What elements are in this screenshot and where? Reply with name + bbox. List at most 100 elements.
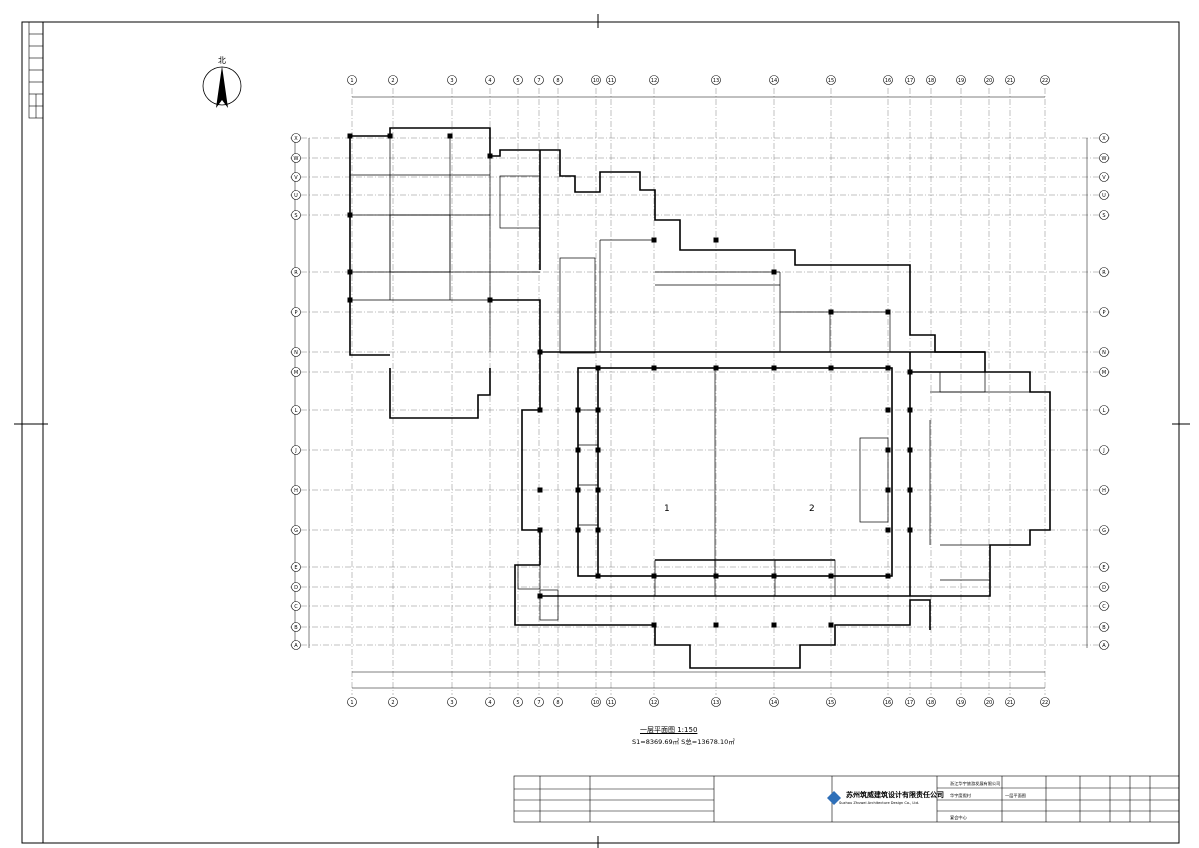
grid-label-x: 17 [907, 78, 913, 84]
column [828, 573, 834, 579]
column [595, 407, 601, 413]
grid-label-x: 7 [537, 700, 540, 706]
grid-bubble-y [1099, 307, 1109, 317]
grid-bubble-y [291, 307, 301, 317]
company-logo-icon [827, 791, 841, 805]
column [347, 297, 353, 303]
grid-label-y: M [1102, 370, 1106, 376]
room-label-1: 1 [664, 504, 670, 514]
grid-bubble-x [1005, 697, 1015, 707]
column [575, 407, 581, 413]
grid-label-y: D [1102, 585, 1106, 591]
column [885, 407, 891, 413]
grid-label-y: V [1102, 175, 1106, 181]
project-name: 华宇度假村 [950, 792, 972, 799]
grid-bubble-x [591, 75, 601, 85]
grid-label-x: 16 [885, 78, 891, 84]
grid-bubble-x [485, 75, 495, 85]
grid-label-x: 15 [828, 700, 834, 706]
column [713, 365, 719, 371]
grid-bubble-y [291, 601, 301, 611]
column [595, 527, 601, 533]
grid-label-y: E [1102, 565, 1105, 571]
column [537, 593, 543, 599]
north-arrow: 北 [202, 56, 242, 108]
grid-label-y: W [294, 156, 299, 162]
grid-bubble-x [347, 697, 357, 707]
grid-label-y: D [294, 585, 298, 591]
grid-label-x: 5 [516, 700, 519, 706]
grid-bubble-x [956, 697, 966, 707]
grid-label-y: X [294, 136, 298, 142]
column [771, 573, 777, 579]
column [537, 407, 543, 413]
column [771, 269, 777, 275]
grid-bubble-y [291, 562, 301, 572]
grid-label-x: 22 [1042, 700, 1048, 706]
grid-label-x: 10 [593, 700, 599, 706]
column [828, 309, 834, 315]
grid-label-y: A [1102, 643, 1106, 649]
grid-bubble-y [1099, 622, 1109, 632]
grid-bubble-y [291, 582, 301, 592]
column [487, 153, 493, 159]
grid-bubble-x [513, 75, 523, 85]
grid-label-y: A [294, 643, 298, 649]
grid-bubble-y [1099, 405, 1109, 415]
grid-bubble-x [553, 75, 563, 85]
title-block [513, 775, 1180, 823]
column [575, 487, 581, 493]
grid-bubble-y [291, 172, 301, 182]
column [771, 622, 777, 628]
grid-label-x: 3 [450, 78, 453, 84]
grid-bubble-y [1099, 367, 1109, 377]
grid-bubble-x [984, 75, 994, 85]
column [713, 237, 719, 243]
grid-label-y: V [294, 175, 298, 181]
column [595, 365, 601, 371]
grid-bubble-x [1040, 75, 1050, 85]
grid-bubble-x [883, 697, 893, 707]
grid-bubble-x [447, 697, 457, 707]
grid-bubble-x [1040, 697, 1050, 707]
grid-bubble-y [291, 210, 301, 220]
grid-bubbles: 1122334455778810101111121213131414151516… [291, 75, 1109, 707]
column [713, 622, 719, 628]
company-name-en: Suzhou Zhuwei Architecture Design Co., L… [839, 801, 919, 805]
inner-frame [42, 21, 1180, 844]
client-name: 浙江华宇旅游发展有限公司 [950, 780, 1000, 787]
dimension-lines [294, 96, 1088, 689]
grid-bubble-y [1099, 267, 1109, 277]
grid-bubble-y [291, 405, 301, 415]
column [885, 365, 891, 371]
grid-bubble-y [291, 153, 301, 163]
grid-label-x: 8 [556, 700, 559, 706]
grid-bubble-y [1099, 133, 1109, 143]
column [651, 237, 657, 243]
grid-bubble-y [291, 267, 301, 277]
column [537, 349, 543, 355]
grid-bubble-y [1099, 347, 1109, 357]
grid-label-y: R [1102, 270, 1106, 276]
drawing-title: 一层平面图 1:150 [640, 726, 698, 734]
grid-bubble-y [1099, 172, 1109, 182]
column [347, 133, 353, 139]
grid-bubble-x [388, 697, 398, 707]
grid-bubble-x [984, 697, 994, 707]
area-note: S1=8369.69㎡ S总=13678.10㎡ [632, 738, 735, 746]
column [907, 447, 913, 453]
grid-label-x: 13 [713, 700, 719, 706]
column [651, 365, 657, 371]
grid-bubble-y [1099, 485, 1109, 495]
grid-bubble-x [826, 75, 836, 85]
grid-label-x: 11 [608, 78, 614, 84]
grid-label-y: B [294, 625, 298, 631]
grid-label-x: 20 [986, 78, 992, 84]
column [907, 407, 913, 413]
grid-label-x: 5 [516, 78, 519, 84]
grid-label-y: G [1102, 528, 1106, 534]
grid-label-x: 18 [928, 78, 934, 84]
column [387, 133, 393, 139]
grid-bubble-y [291, 640, 301, 650]
room-label-2: 2 [809, 504, 815, 514]
